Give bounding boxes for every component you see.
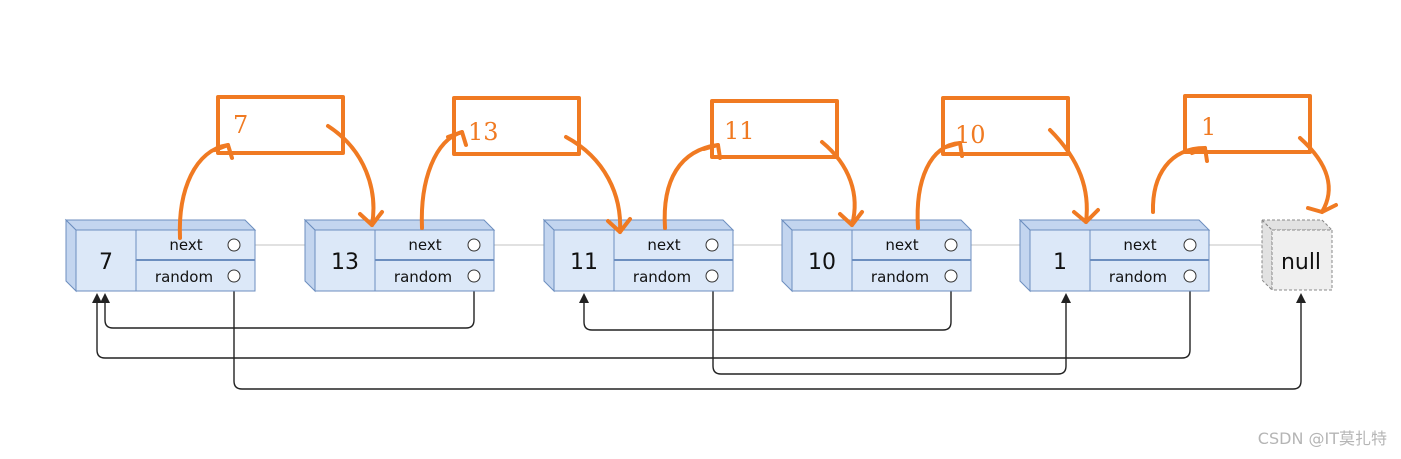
next-port-icon: [227, 238, 241, 252]
random-port-icon: [467, 269, 481, 283]
copy-value: 13: [468, 118, 499, 146]
copy-link-out: [662, 143, 720, 230]
node-value: 1: [1053, 250, 1067, 275]
next-port-icon: [944, 238, 958, 252]
copy-link-in: [820, 140, 857, 227]
copy-box: [710, 99, 839, 159]
node-value: 7: [99, 250, 113, 275]
copy-value: 7: [233, 111, 248, 139]
random-pointers: [92, 283, 1306, 390]
copy-link-in: [564, 135, 623, 234]
next-label: next: [169, 236, 202, 254]
next-label: next: [408, 236, 441, 254]
list-node: 7 next random: [64, 218, 257, 293]
random-label: random: [155, 268, 213, 286]
copy-link-in: [1048, 128, 1089, 224]
next-port-icon: [467, 238, 481, 252]
random-port-icon: [227, 269, 241, 283]
copy-link-out: [1150, 146, 1207, 214]
random-arrow-11-to-1: [712, 283, 1071, 375]
random-label: random: [1109, 268, 1167, 286]
copy-values: 7 13 11 10 1: [233, 111, 1216, 149]
copy-value: 11: [724, 117, 755, 145]
list-node: 10 next random: [780, 218, 973, 293]
node-value: 13: [331, 250, 359, 275]
random-label: random: [871, 268, 929, 286]
random-port-icon: [1183, 269, 1197, 283]
next-label: next: [647, 236, 680, 254]
random-label: random: [394, 268, 452, 286]
next-port-icon: [705, 238, 719, 252]
copy-box: [216, 95, 345, 155]
copy-link-in: [326, 124, 376, 227]
random-arrow-10-to-11: [579, 283, 952, 331]
list-node: 11 next random: [542, 218, 735, 293]
copy-value: 10: [955, 121, 986, 149]
watermark: CSDN @IT莫扎特: [1257, 429, 1387, 448]
next-label: next: [885, 236, 918, 254]
next-label: next: [1123, 236, 1156, 254]
null-label: null: [1281, 250, 1321, 275]
random-port-icon: [944, 269, 958, 283]
node-value: 10: [808, 250, 836, 275]
random-arrow-1-to-7: [92, 283, 1191, 359]
node-value: 11: [570, 250, 598, 275]
copy-link-in: [1298, 136, 1331, 214]
list-node: 1 next random: [1018, 218, 1211, 293]
next-port-icon: [1183, 238, 1197, 252]
list-node: 13 next random: [303, 218, 496, 293]
copy-box: [1183, 94, 1312, 154]
random-port-icon: [705, 269, 719, 283]
copy-nodes: [177, 94, 1338, 240]
null-node: null: [1260, 218, 1334, 292]
copy-value: 1: [1201, 113, 1216, 141]
random-arrow-13-to-7: [100, 283, 475, 329]
random-label: random: [633, 268, 691, 286]
random-arrow-7-to-null: [233, 283, 1306, 390]
copy-box: [452, 96, 581, 156]
copy-box: [941, 96, 1070, 156]
